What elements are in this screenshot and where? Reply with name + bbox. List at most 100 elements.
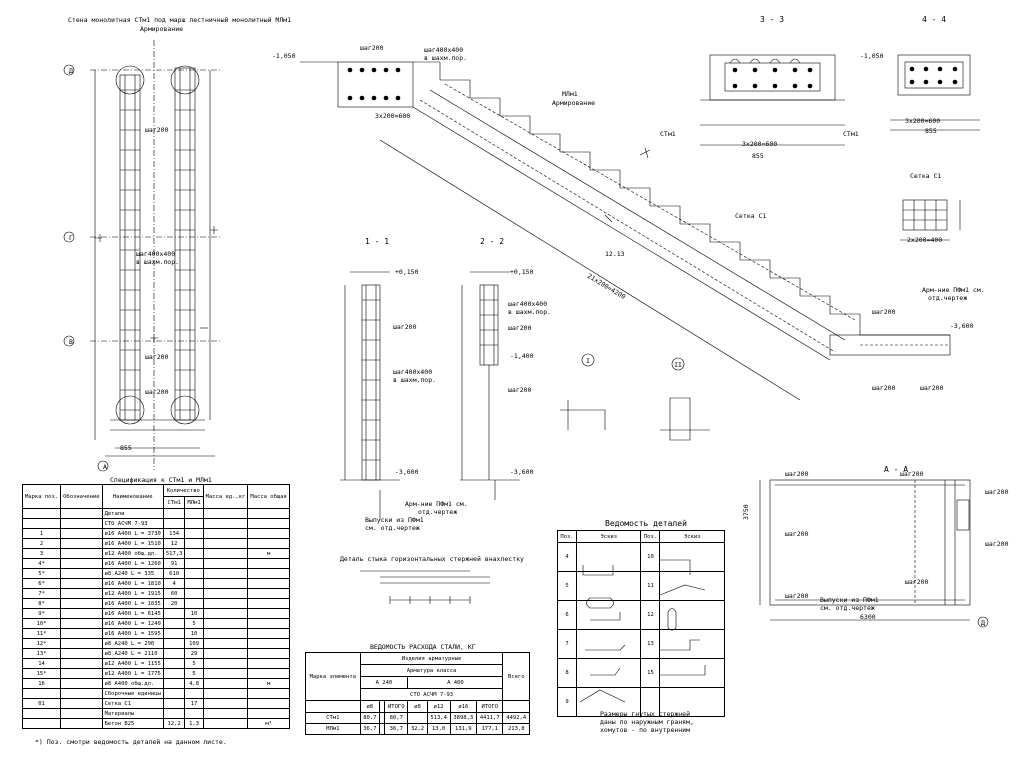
details-row-cell: [575, 658, 642, 688]
spec-row: Сборочные единицы: [21, 688, 290, 699]
steel-col: ø16: [449, 700, 478, 713]
spec-row-cell: [60, 588, 103, 599]
spec-row-cell: [184, 688, 204, 699]
level-bottom: -3,600: [950, 322, 974, 330]
joint-title: Деталь стыка горизонтальных стержней вна…: [340, 555, 524, 563]
spec-row-cell: [202, 588, 249, 599]
s11-level-top: +0,150: [395, 268, 419, 276]
spec-row-cell: 134: [162, 528, 186, 539]
s22-note-3: шаг200: [508, 324, 532, 332]
spec-row-cell: ø12 А400 общ.дл.: [101, 548, 164, 559]
spec-row-cell: ø16 А400 L = 1510: [101, 538, 164, 549]
details-note-3: хомутов - по внутренним: [600, 726, 691, 734]
spec-row: Материалы: [21, 708, 290, 719]
spec-row-cell: 4,8: [184, 678, 204, 689]
details-row-cell: 5: [557, 571, 577, 601]
steel-title: ВЕДОМОСТЬ РАСХОДА СТАЛИ, КГ: [370, 643, 476, 651]
spec-row-cell: [247, 578, 290, 589]
spec-row-cell: 12: [162, 538, 186, 549]
spec-row-cell: [162, 508, 186, 519]
spec-row-cell: [202, 618, 249, 629]
spec-row-cell: ø8 А240 L = 335: [101, 568, 164, 579]
spec-row-cell: [21, 688, 62, 699]
steel-h-a240: А 240: [359, 676, 409, 689]
spec-row-cell: [247, 628, 290, 639]
spec-row-cell: [247, 558, 290, 569]
details-row-cell: 10: [640, 542, 661, 572]
spec-row-cell: [202, 568, 249, 579]
spec-row-cell: 20: [162, 598, 186, 609]
steel-h-items: Изделия арматурные: [359, 652, 504, 665]
steel-row-cell: 32,2: [407, 723, 428, 735]
spec-row-cell: 10: [184, 608, 204, 619]
details-h-sketch2: Эскиз: [659, 530, 725, 543]
details-h-sketch: Эскиз: [575, 530, 642, 543]
spec-row-cell: [247, 638, 290, 649]
spec-row-cell: [184, 598, 204, 609]
stair-note-3: шаг200: [360, 44, 384, 52]
spec-row-cell: [247, 698, 290, 709]
spec-row-cell: [60, 528, 103, 539]
steel-row-cell: 513,4: [426, 712, 451, 724]
details-row-cell: [659, 542, 725, 572]
spec-row-cell: [247, 598, 290, 609]
spec-row-cell: 14: [21, 658, 62, 669]
details-row-cell: [659, 687, 725, 717]
s44-dim: 3х200=600: [905, 117, 941, 125]
spec-row-cell: 4: [162, 578, 186, 589]
wall-title: Стена монолитная СТм1 под марш лестничны…: [68, 16, 292, 24]
spec-row-cell: 109: [184, 638, 204, 649]
spec-row-cell: [202, 698, 249, 709]
spec-row-cell: 1: [21, 528, 62, 539]
spec-row-cell: [162, 678, 186, 689]
details-row-cell: 4: [557, 542, 577, 572]
wall-subtitle: Армирование: [140, 25, 184, 33]
steel-row-cell: 13,0: [426, 723, 451, 735]
s22-note-2: в шахм.пор.: [508, 308, 552, 316]
footnote: *) Поз. смотри ведомость деталей на данн…: [35, 738, 227, 746]
spec-row-cell: ø8 А240 L = 2110: [101, 648, 164, 659]
spec-row-cell: [21, 708, 62, 719]
spec-row-cell: ø12 А400 L = 1915: [101, 588, 164, 599]
spec-row-cell: 29: [184, 648, 204, 659]
spec-row-cell: 5*: [21, 568, 62, 579]
spec-row-cell: ø8 А400 общ.дл.: [101, 678, 164, 689]
spec-row-cell: 15*: [21, 668, 62, 679]
spec-row-cell: [247, 648, 290, 659]
spec-row-cell: [162, 618, 186, 629]
spec-row-cell: [60, 648, 103, 659]
spec-row-cell: [247, 668, 290, 679]
node-2-label: II: [674, 361, 682, 369]
spec-row-cell: [247, 528, 290, 539]
spec-row-cell: 17: [184, 698, 204, 709]
spec-title: Спецификация к СТм1 и МЛм1: [110, 476, 212, 484]
stair-dim-600: 3х200=600: [375, 112, 411, 120]
spec-h-mlm1: МЛм1: [184, 496, 204, 509]
steel-row-cell: 4492,4: [502, 712, 530, 724]
spec-row-cell: [184, 558, 204, 569]
s22-pf-1: Арм-ние ПФм1 см.: [405, 500, 468, 508]
wall-note-1: шаг400х400: [136, 250, 176, 258]
s33-stm1-r: СТм1: [843, 130, 859, 138]
section-3-3: [700, 54, 845, 146]
stair-note-4: шаг200: [872, 308, 896, 316]
section-4-4-title: 4 - 4: [922, 15, 947, 24]
spec-row-cell: [60, 658, 103, 669]
spec-h-name: Наименование: [101, 484, 164, 509]
spec-h-designation: Обозначение: [60, 484, 103, 509]
stair-slope: 12.13: [605, 250, 625, 258]
spec-row-cell: [60, 708, 103, 719]
spec-row-cell: [21, 518, 62, 529]
steel-col: ø8: [359, 700, 381, 713]
spec-row-cell: [184, 528, 204, 539]
